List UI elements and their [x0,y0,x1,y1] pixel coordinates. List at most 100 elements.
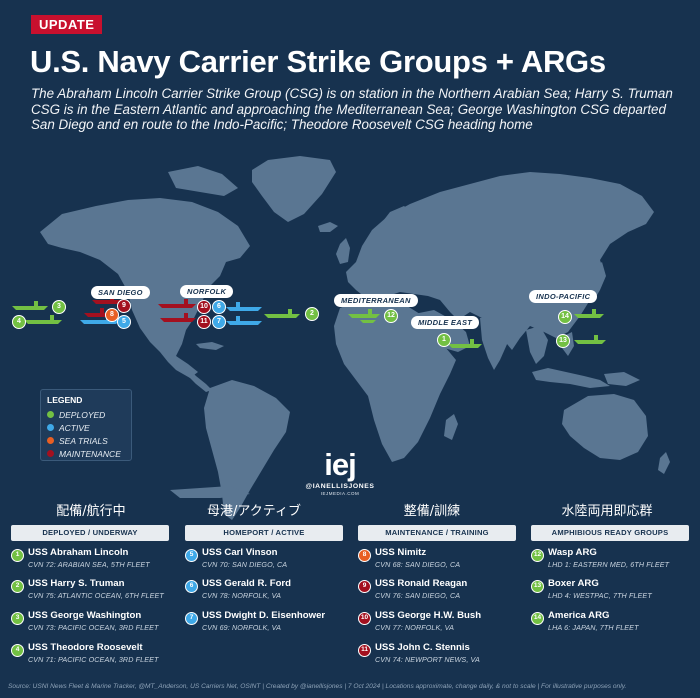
landmass-southeast-asia [526,326,548,364]
entry-ship-name: USS George H.W. Bush [375,610,482,621]
entry-number-badge: 7 [185,612,198,625]
entry-number-badge: 4 [11,644,24,657]
entry-number-badge: 14 [531,612,544,625]
entry-number-badge: 13 [531,580,544,593]
column-jp-label-homeport: 母港/アクティブ [207,504,301,519]
legend-dot-icon [47,437,54,444]
map-marker-7: 7 [212,315,226,329]
landmass-greenland [252,156,336,222]
entry-ship-detail: CVN 72: ARABIAN SEA, 5TH FLEET [28,560,150,569]
map-marker-12: 12 [384,309,398,323]
entry-ship-name: USS Carl Vinson [202,547,278,558]
update-badge: UPDATE [31,15,103,34]
landmass-central-america [176,356,212,392]
column-jp-label-deployed: 配備/航行中 [56,504,126,519]
column-jp-label-arg: 水陸両用即応群 [561,504,653,519]
legend-dot-icon [47,424,54,431]
brand-url: IEJMEDIA.COM [320,491,360,496]
carrier-entry: 14 America ARG LHA 6: JAPAN, 7TH FLEET [531,609,699,637]
entry-ship-name: USS Gerald R. Ford [202,578,292,589]
entry-ship-name: USS Dwight D. Eisenhower [202,610,326,621]
page-title: U.S. Navy Carrier Strike Groups + ARGs [30,44,606,79]
landmass-new-zealand [658,452,670,474]
landmass-new-guinea [604,372,640,386]
map-marker-4: 4 [12,315,26,329]
legend-item-deployed: DEPLOYED [47,408,125,421]
landmass-iceland [318,222,338,232]
entry-number-badge: 9 [358,580,371,593]
legend-item-maintenance: MAINTENANCE [47,447,125,460]
map-marker-13: 13 [556,334,570,348]
page-subtitle: The Abraham Lincoln Carrier Strike Group… [31,86,673,132]
legend-dot-icon [47,411,54,418]
entry-ship-name: USS Harry S. Truman [28,578,125,589]
entry-ship-name: USS George Washington [28,610,142,621]
entry-number-badge: 11 [358,644,371,657]
entry-number-badge: 1 [11,549,24,562]
map-marker-1: 1 [437,333,451,347]
map-marker-14: 14 [558,310,572,324]
landmass-australia [562,394,648,460]
region-label-indo-pacific: INDO-PACIFIC [529,290,598,303]
landmass-uk [336,238,350,264]
entry-ship-name: America ARG [548,610,610,621]
landmass-antarctica [170,486,250,498]
ships-pacific-west [12,301,62,324]
legend-item-sea-trials: SEA TRIALS [47,434,125,447]
landmass-eurasia [346,172,654,350]
entry-ship-detail: CVN 69: NORFOLK, VA [202,623,281,632]
entry-ship-detail: LHA 6: JAPAN, 7TH FLEET [548,623,639,632]
map-marker-2: 2 [305,307,319,321]
entry-ship-detail: CVN 76: SAN DIEGO, CA [375,591,461,600]
ships-atlantic [264,309,300,318]
map-marker-9: 9 [117,299,131,313]
region-label-san-diego: SAN DIEGO [91,286,150,299]
entry-ship-detail: CVN 70: SAN DIEGO, CA [202,560,288,569]
entry-number-badge: 2 [11,580,24,593]
ships-san-diego [80,295,122,324]
column-header-maintenance: MAINTENANCE / TRAINING [358,525,516,541]
map-marker-8: 8 [105,308,119,322]
map-marker-10: 10 [197,300,211,314]
column-header-deployed: DEPLOYED / UNDERWAY [11,525,169,541]
entry-ship-name: USS Nimitz [375,547,427,558]
column-jp-label-maintenance: 整備/訓練 [403,504,461,519]
region-label-middle-east: MIDDLE EAST [411,316,480,329]
ships-indo-pacific [574,309,606,344]
landmass-indonesia [532,368,610,388]
map-marker-5: 5 [117,315,131,329]
region-label-mediterranean: MEDITERRANEAN [334,294,418,307]
map-legend: LEGEND DEPLOYED ACTIVE SEA TRIALS MAINTE… [40,389,132,461]
landmass-caribbean [196,342,224,350]
column-header-arg: AMPHIBIOUS READY GROUPS [531,525,689,541]
entry-ship-detail: CVN 78: NORFOLK, VA [202,591,281,600]
legend-title: LEGEND [47,395,83,405]
map-marker-11: 11 [197,315,211,329]
entry-number-badge: 12 [531,549,544,562]
brand-logo: iej [324,447,356,482]
map-marker-6: 6 [212,300,226,314]
entry-number-badge: 8 [358,549,371,562]
brand-handle: @IANELLISJONES [305,483,375,490]
column-header-homeport: HOMEPORT / ACTIVE [185,525,343,541]
entry-number-badge: 6 [185,580,198,593]
source-footer: Source: USNI News Fleet & Marine Tracker… [8,683,627,690]
entry-ship-name: USS Theodore Roosevelt [28,642,143,653]
entry-ship-detail: CVN 77: NORFOLK, VA [375,623,454,632]
entry-ship-name: USS John C. Stennis [375,642,470,653]
landmass-india [480,316,514,370]
legend-dot-icon [47,450,54,457]
entry-ship-detail: CVN 68: SAN DIEGO, CA [375,560,461,569]
entry-ship-detail: LHD 4: WESTPAC, 7TH FLEET [548,591,652,600]
entry-ship-detail: CVN 74: NEWPORT NEWS, VA [375,655,480,664]
